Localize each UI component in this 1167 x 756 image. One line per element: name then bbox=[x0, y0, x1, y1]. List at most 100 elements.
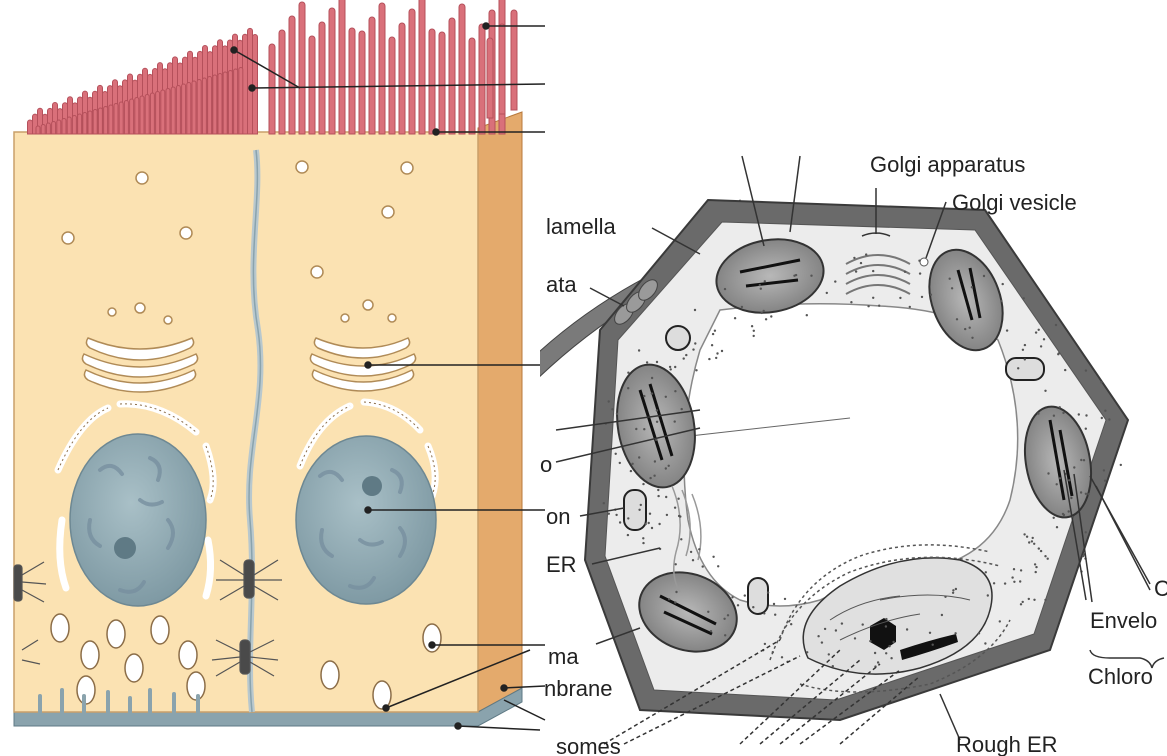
ribosome-dot bbox=[1085, 369, 1087, 371]
ribosome-dot bbox=[724, 634, 726, 636]
ribosome-dot bbox=[1033, 543, 1035, 545]
microvillus bbox=[46, 123, 50, 134]
ribosome-dot bbox=[993, 582, 995, 584]
ribosome-dot bbox=[793, 275, 795, 277]
ribosome-dot bbox=[1006, 329, 1008, 331]
ribosome-dot bbox=[904, 271, 906, 273]
microvillus bbox=[409, 9, 415, 134]
ribosome-dot bbox=[642, 537, 644, 539]
ribosome-dot bbox=[956, 318, 958, 320]
ribosome-dot bbox=[619, 521, 621, 523]
ribosome-dot bbox=[964, 328, 966, 330]
ribosome-dot bbox=[983, 275, 985, 277]
label-animal-fragment-nbrane: nbrane bbox=[544, 676, 613, 701]
microvillus bbox=[78, 114, 82, 134]
microvillus bbox=[156, 92, 160, 135]
ribosome-dot bbox=[1020, 603, 1022, 605]
ribosome-dot bbox=[616, 413, 618, 415]
microvillus bbox=[72, 116, 76, 135]
ribosome-dot bbox=[711, 344, 713, 346]
ribosome-dot bbox=[674, 507, 676, 509]
ribosome-dot bbox=[774, 614, 776, 616]
ribosome-dot bbox=[784, 598, 786, 600]
microvillus bbox=[299, 2, 305, 134]
ribosome-dot bbox=[1101, 417, 1103, 419]
ribosome-dot bbox=[690, 551, 692, 553]
ribosome-dot bbox=[1034, 563, 1036, 565]
ribosome-dot bbox=[865, 253, 867, 255]
ribosome-dot bbox=[734, 317, 736, 319]
ribosome-dot bbox=[619, 462, 621, 464]
ribosome-dot bbox=[675, 563, 677, 565]
ribosome-dot bbox=[930, 294, 932, 296]
ribosome-dot bbox=[1044, 599, 1046, 601]
microvillus bbox=[419, 0, 425, 134]
label-golgi-apparatus: Golgi apparatus bbox=[870, 152, 1025, 177]
ribosome-dot bbox=[855, 270, 857, 272]
cell-side-face bbox=[478, 112, 522, 712]
ribosome-dot bbox=[1024, 344, 1026, 346]
ribosome-dot bbox=[1031, 540, 1033, 542]
microvillus bbox=[234, 69, 238, 134]
ribosome-dot bbox=[1055, 324, 1057, 326]
ribosome-dot bbox=[677, 498, 679, 500]
ribosome-dot bbox=[834, 280, 836, 282]
ribosome-dot bbox=[764, 643, 766, 645]
microvillus bbox=[119, 102, 123, 134]
microvillus bbox=[289, 16, 295, 134]
microvillus bbox=[223, 72, 227, 134]
golgi-vesicle bbox=[920, 258, 928, 266]
ribosome-dot bbox=[885, 652, 887, 654]
ribosome-dot bbox=[810, 275, 812, 277]
ribosome-dot bbox=[615, 453, 617, 455]
ribosome-dot bbox=[656, 361, 658, 363]
microvillus bbox=[269, 44, 275, 134]
ribosome-dot bbox=[949, 278, 951, 280]
label-mitochondrion: on bbox=[546, 504, 570, 529]
ribosome-dot bbox=[741, 306, 743, 308]
ribosome-dot bbox=[955, 588, 957, 590]
ribosome-dot bbox=[646, 361, 648, 363]
ribosome-dot bbox=[635, 428, 637, 430]
ribosome-dot bbox=[874, 652, 876, 654]
ribosome-dot bbox=[1059, 477, 1061, 479]
label-envelope: Envelo bbox=[1090, 608, 1157, 633]
microvillus bbox=[130, 99, 134, 134]
microvillus bbox=[399, 23, 405, 134]
ribosome-dot bbox=[651, 527, 653, 529]
ribosome-dot bbox=[643, 428, 645, 430]
ribosome-dot bbox=[1104, 410, 1106, 412]
ribosome-dot bbox=[724, 288, 726, 290]
microvillus bbox=[469, 38, 475, 134]
ribosome-dot bbox=[890, 657, 892, 659]
ribosome-dot bbox=[1032, 537, 1034, 539]
ribosome-dot bbox=[817, 635, 819, 637]
microvillus bbox=[369, 17, 375, 134]
ribosome-dot bbox=[665, 467, 667, 469]
label-rough-er: Rough ER bbox=[956, 732, 1058, 756]
ribosome-dot bbox=[1011, 576, 1013, 578]
microvillus bbox=[213, 75, 217, 134]
ribosome-dot bbox=[651, 377, 653, 379]
microvillus bbox=[52, 122, 56, 135]
ribosome-dot bbox=[714, 330, 716, 332]
microvillus bbox=[98, 108, 102, 134]
ribosome-dot bbox=[1068, 479, 1070, 481]
microvillus bbox=[499, 24, 505, 114]
ribosome-dot bbox=[921, 296, 923, 298]
ribosome-dot bbox=[1017, 367, 1019, 369]
ribosome-dot bbox=[1103, 469, 1105, 471]
ribosome-dot bbox=[1056, 483, 1058, 485]
ribosome-dot bbox=[1028, 541, 1030, 543]
ribosome-dot bbox=[1080, 491, 1082, 493]
ribosome-dot bbox=[1068, 510, 1070, 512]
ribosome-dot bbox=[608, 400, 610, 402]
ribosome-dot bbox=[1080, 459, 1082, 461]
microvillus bbox=[487, 38, 493, 118]
ribosome-dot bbox=[656, 421, 658, 423]
ribosome-dot bbox=[675, 591, 677, 593]
ribosome-dot bbox=[627, 387, 629, 389]
microvillus bbox=[41, 125, 45, 135]
label-fragment-o: o bbox=[540, 452, 552, 477]
microvillus bbox=[88, 111, 92, 134]
